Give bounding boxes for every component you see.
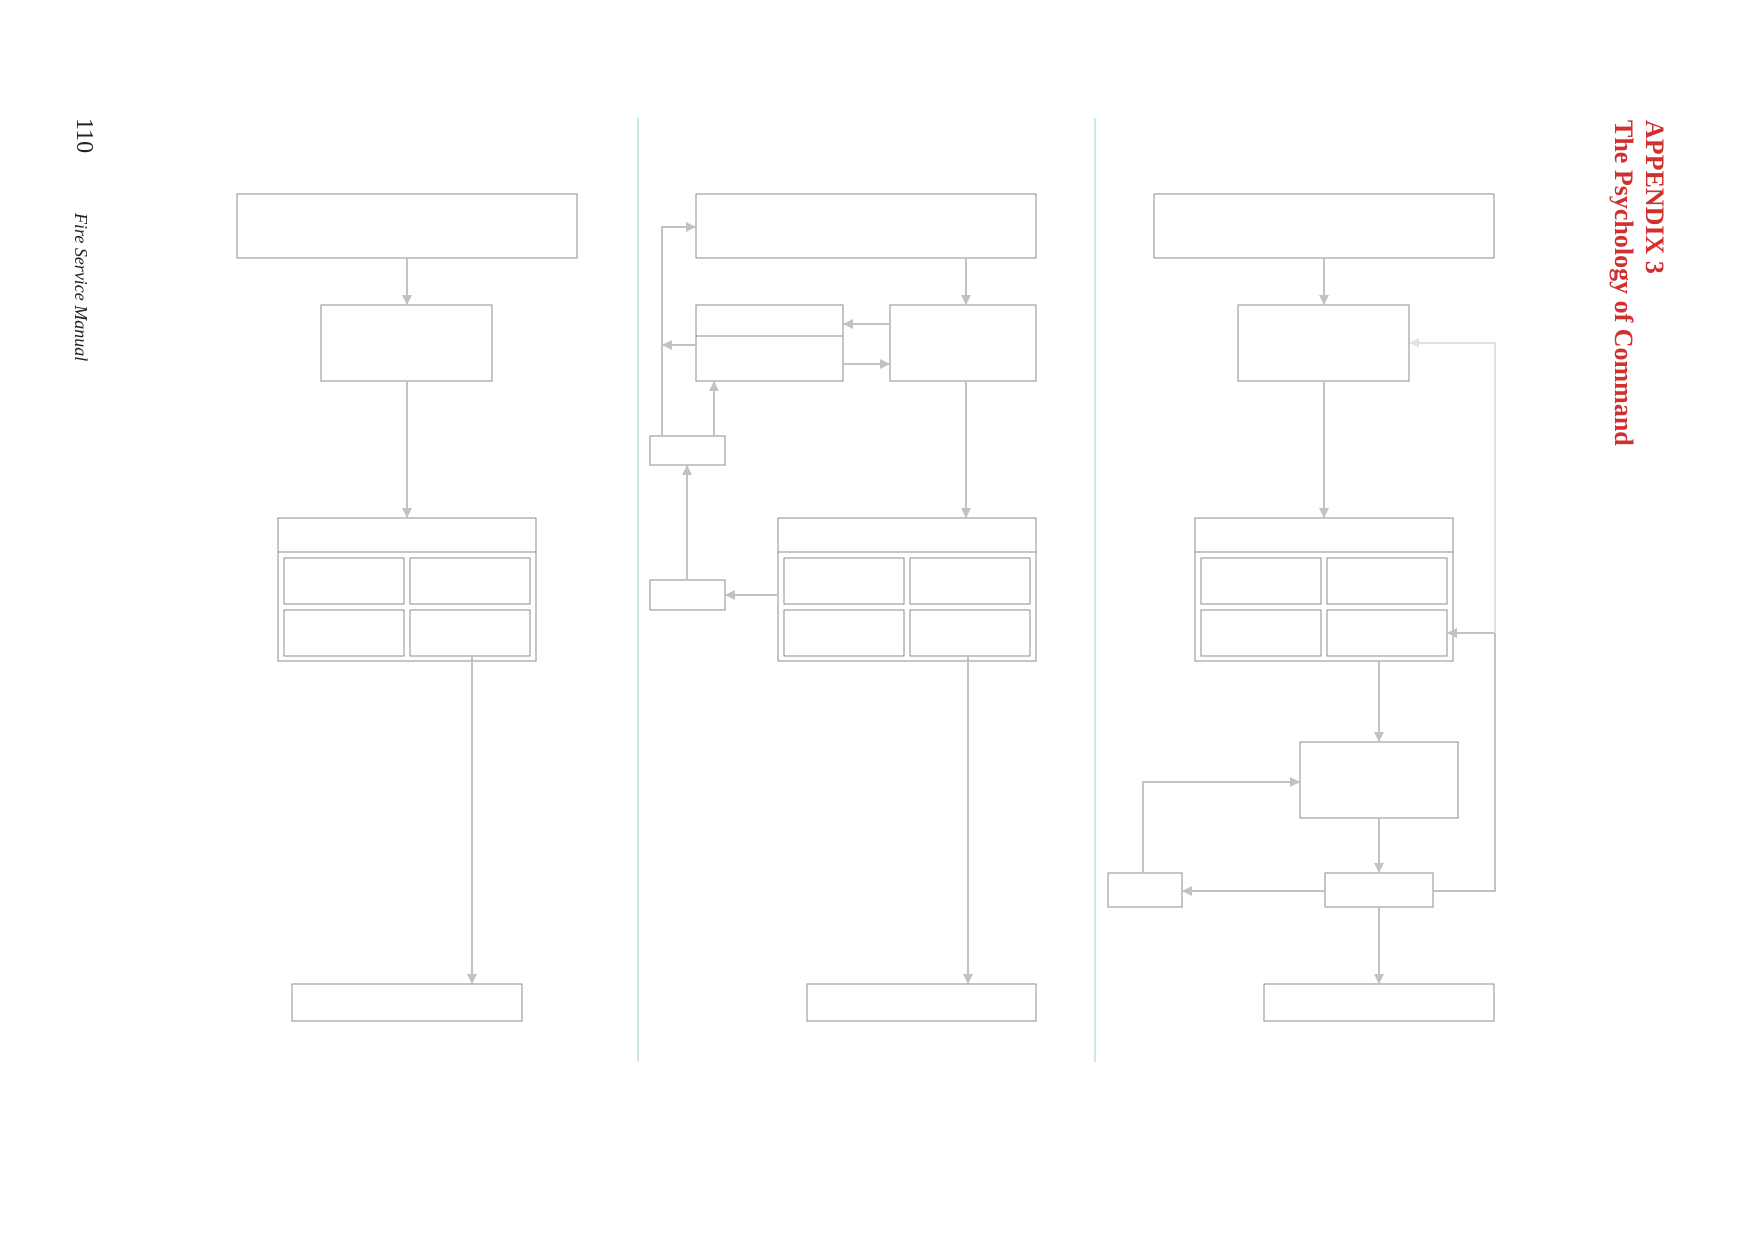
flow-box <box>1237 304 1410 382</box>
flow-box <box>806 983 1037 1022</box>
flow-subbox <box>409 609 531 657</box>
flow-arrow <box>661 222 696 436</box>
flow-box <box>889 304 1037 382</box>
flow-box <box>1324 872 1434 908</box>
flow-subbox <box>1200 557 1322 605</box>
flow-subbox <box>1200 609 1322 657</box>
flow-box-group <box>277 517 537 662</box>
flow-box-group <box>1194 517 1454 662</box>
flow-subbox <box>909 609 1031 657</box>
page-number: 110 <box>71 118 97 154</box>
flow-subbox <box>1326 609 1448 657</box>
flow-box <box>1107 872 1183 908</box>
flow-box <box>649 435 726 466</box>
flow-arrow <box>1142 777 1300 873</box>
appendix-heading: APPENDIX 3 The Psychology of Command <box>1608 120 1670 446</box>
flow-box <box>236 193 578 259</box>
flow-box <box>320 304 493 382</box>
publication-name: Fire Service Manual <box>71 213 91 362</box>
flow-box <box>1299 741 1459 819</box>
flow-box <box>695 193 1037 259</box>
flow-arrow-faint <box>1409 338 1496 633</box>
flow-subbox <box>283 609 405 657</box>
appendix-number: APPENDIX 3 <box>1640 120 1669 274</box>
flow-subbox <box>909 557 1031 605</box>
flow-box <box>649 579 726 611</box>
flow-subbox <box>783 557 905 605</box>
flowchart-middle <box>649 193 1037 1022</box>
flowchart-right <box>1107 193 1495 1022</box>
flow-box <box>1153 193 1495 259</box>
flow-box-group <box>777 517 1037 662</box>
flow-subbox <box>783 609 905 657</box>
flowchart-middle-arrows <box>661 222 973 984</box>
flowchart-left-arrows <box>402 258 477 984</box>
flowchart-left <box>236 193 578 1022</box>
flow-subbox <box>283 557 405 605</box>
flow-subbox <box>409 557 531 605</box>
flow-box <box>695 304 844 382</box>
appendix-title: The Psychology of Command <box>1609 120 1638 446</box>
flowchart-right-arrows <box>1142 258 1496 984</box>
flow-box <box>291 983 523 1022</box>
flow-box <box>1263 983 1495 1022</box>
flow-arrow <box>1433 628 1496 892</box>
flow-subbox <box>1326 557 1448 605</box>
